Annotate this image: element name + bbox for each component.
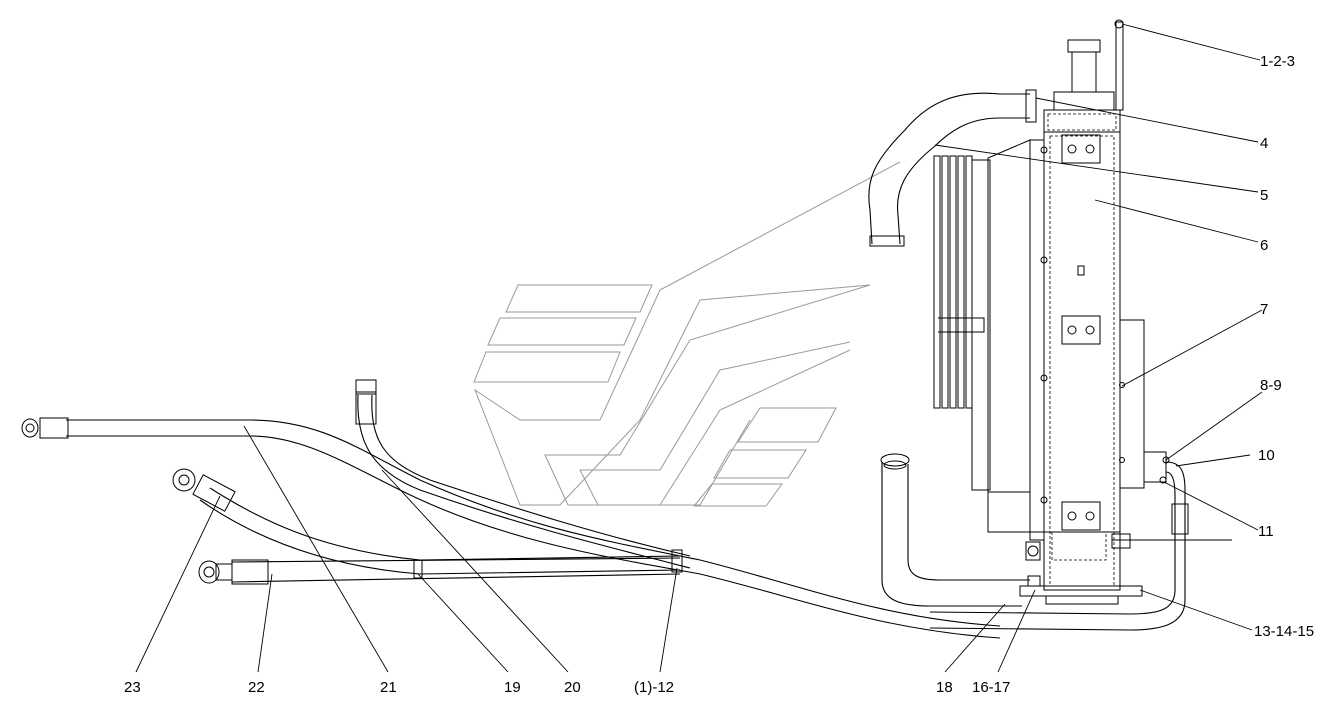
return-pipe — [929, 461, 1189, 631]
callout-18: 18 — [936, 679, 953, 696]
callout-13-14-15: 13-14-15 — [1254, 623, 1314, 640]
callout-1-12: (1)-12 — [634, 679, 674, 696]
callout-1-2-3: 1-2-3 — [1260, 53, 1295, 70]
callout-22: 22 — [248, 679, 265, 696]
hose-bundle — [21, 379, 1001, 639]
callout-7: 7 — [1260, 301, 1268, 318]
watermark-logo — [473, 161, 901, 507]
callout-20: 20 — [564, 679, 581, 696]
callout-21: 21 — [380, 679, 397, 696]
upper-hose — [868, 89, 1037, 247]
callout-19: 19 — [504, 679, 521, 696]
callout-4: 4 — [1260, 135, 1268, 152]
callout-23: 23 — [124, 679, 141, 696]
callout-10: 10 — [1258, 447, 1275, 464]
callout-labels: 1-2-3 4 5 6 7 8-9 10 11 13-14-15 16-17 1… — [124, 53, 1314, 696]
radiator-assembly — [933, 19, 1232, 605]
callout-6: 6 — [1260, 237, 1268, 254]
lower-hose — [880, 453, 1030, 607]
callout-8-9: 8-9 — [1260, 377, 1282, 394]
callout-11: 11 — [1258, 523, 1274, 540]
leader-lines — [135, 23, 1263, 673]
callout-16-17: 16-17 — [972, 679, 1010, 696]
callout-5: 5 — [1260, 187, 1268, 204]
